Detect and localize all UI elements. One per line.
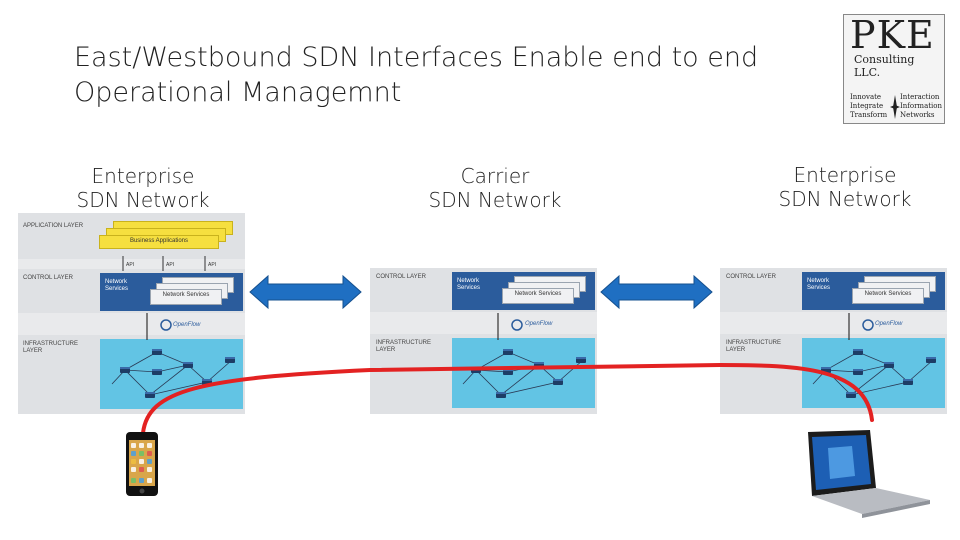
openflow-label: OpenFlow	[525, 321, 553, 327]
api-label: API	[208, 262, 217, 268]
logo-right-words: Interaction Information Networks	[900, 93, 943, 119]
company-logo: PKE Consulting LLC. Innovate Integrate T…	[843, 14, 945, 124]
smartphone-icon	[126, 432, 158, 496]
openflow-links	[146, 313, 850, 340]
slide-title: East/Westbound SDN Interfaces Enable end…	[74, 40, 794, 110]
openflow-icon	[160, 319, 874, 331]
east-west-arrow-left-icon	[249, 274, 362, 310]
control-layer-label: CONTROL LAYER	[726, 274, 777, 280]
api-label: API	[126, 262, 135, 268]
infrastructure-network-box	[452, 338, 595, 408]
network-label-enterprise-right: Enterprise SDN Network	[778, 163, 912, 211]
control-layer-label: CONTROL LAYER	[376, 274, 427, 280]
logo-name: PKE	[850, 14, 935, 57]
openflow-label: OpenFlow	[173, 322, 201, 328]
api-label: API	[166, 262, 175, 268]
network-label-carrier: Carrier SDN Network	[428, 164, 562, 212]
east-west-arrow-right-icon	[600, 274, 713, 310]
infrastructure-mesh-left	[111, 351, 233, 396]
infrastructure-mesh-middle	[462, 351, 584, 396]
application-layer-label: APPLICATION LAYER	[23, 223, 84, 229]
logo-left-words: Innovate Integrate Transform	[850, 93, 888, 119]
control-layer-label: CONTROL LAYER	[23, 275, 74, 281]
openflow-label: OpenFlow	[875, 321, 903, 327]
slide-title-line1: East/Westbound SDN Interfaces Enable end…	[74, 42, 759, 73]
slide-title-line2: Operational Managemnt	[74, 77, 402, 108]
laptop-icon	[808, 430, 930, 518]
network-services-card: Network Services	[150, 289, 222, 305]
business-applications-card: Business Applications	[99, 235, 219, 249]
network-services-card: Network Services	[502, 288, 574, 304]
end-to-end-path	[141, 362, 874, 435]
api-arrows	[122, 256, 206, 271]
logo-subtitle: Consulting LLC.	[854, 53, 915, 79]
logo-compass-icon	[890, 95, 900, 119]
network-label-enterprise-left: Enterprise SDN Network	[76, 164, 210, 212]
network-services-card: Network Services	[852, 288, 924, 304]
